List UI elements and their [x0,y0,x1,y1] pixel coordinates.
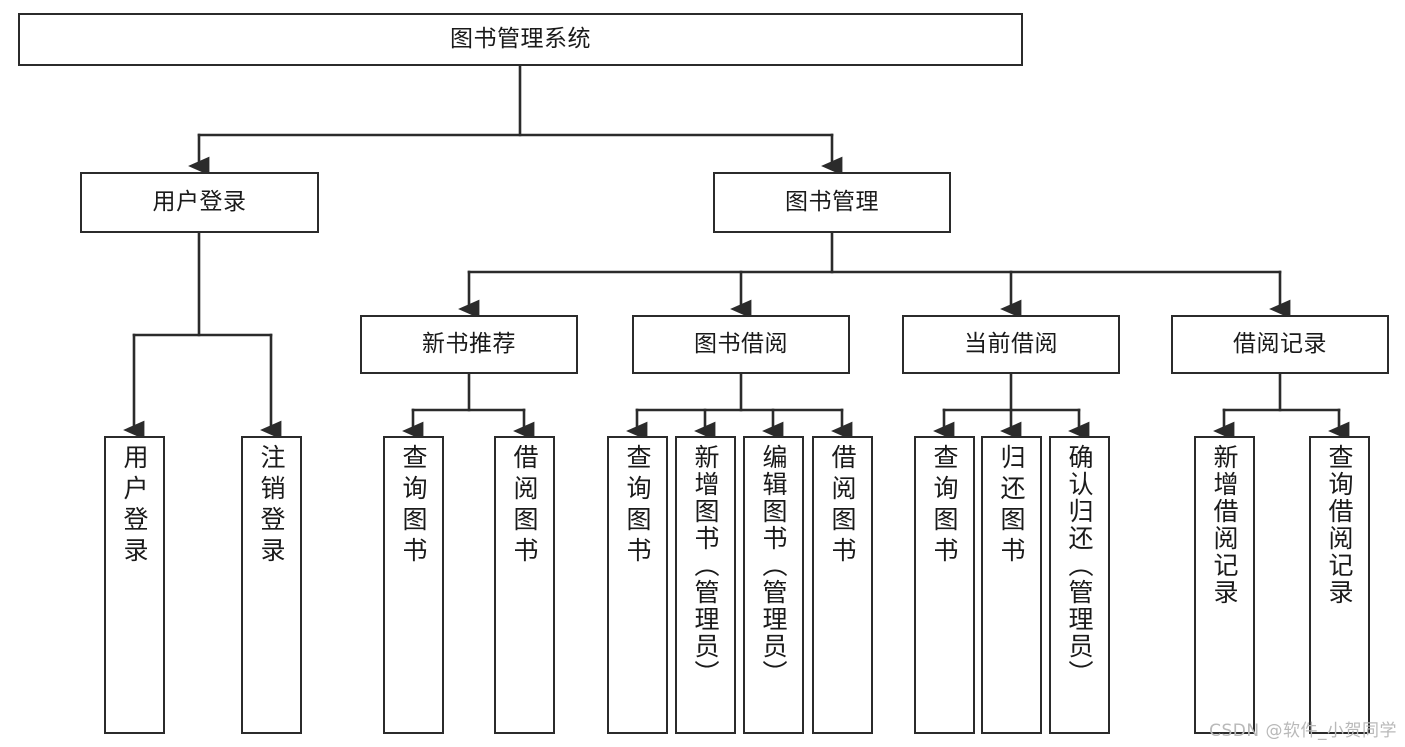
node-label: 图书借阅 [694,330,788,357]
node-label: 注销登录 [257,444,286,568]
node-book-borrow[interactable]: 图书借阅 [632,315,850,374]
node-label: 归还图书 [997,444,1026,568]
csdn-watermark: CSDN @软件_小贺同学 [1209,721,1397,741]
node-book-management-system[interactable]: 图书管理系统 [18,13,1023,66]
node-label: 新增图书（管理员） [691,444,720,687]
node-book-management[interactable]: 图书管理 [713,172,951,233]
node-label: 新书推荐 [422,330,516,357]
leaf-confirm-return-admin[interactable]: 确认归还（管理员） [1049,436,1110,734]
node-label: 图书管理系统 [450,25,591,52]
node-label: 借阅图书 [510,444,539,568]
node-label: 新增借阅记录 [1210,444,1239,606]
node-label: 查询借阅记录 [1325,444,1354,606]
leaf-add-borrow-record[interactable]: 新增借阅记录 [1194,436,1255,734]
node-label: 查询图书 [930,444,959,568]
leaf-query-borrow-record[interactable]: 查询借阅记录 [1309,436,1370,734]
node-label: 查询图书 [623,444,652,568]
leaf-return-book[interactable]: 归还图书 [981,436,1042,734]
node-user-login[interactable]: 用户登录 [80,172,319,233]
leaf-user-login[interactable]: 用户登录 [104,436,165,734]
node-label: 确认归还（管理员） [1065,444,1094,687]
leaf-add-book-admin[interactable]: 新增图书（管理员） [675,436,736,734]
leaf-borrow-book-recommend[interactable]: 借阅图书 [494,436,555,734]
node-label: 编辑图书（管理员） [759,444,788,687]
leaf-query-book-recommend[interactable]: 查询图书 [383,436,444,734]
node-label: 借阅图书 [828,444,857,568]
leaf-logout[interactable]: 注销登录 [241,436,302,734]
node-label: 用户登录 [152,188,247,215]
leaf-query-book-current[interactable]: 查询图书 [914,436,975,734]
leaf-edit-book-admin[interactable]: 编辑图书（管理员） [743,436,804,734]
leaf-borrow-book[interactable]: 借阅图书 [812,436,873,734]
node-current-borrow[interactable]: 当前借阅 [902,315,1120,374]
leaf-query-book-borrow[interactable]: 查询图书 [607,436,668,734]
node-label: 图书管理 [785,188,879,215]
node-label: 借阅记录 [1233,330,1327,357]
node-label: 当前借阅 [964,330,1058,357]
node-label: 用户登录 [120,444,149,568]
node-borrow-record[interactable]: 借阅记录 [1171,315,1389,374]
node-label: 查询图书 [399,444,428,568]
node-new-book-recommend[interactable]: 新书推荐 [360,315,578,374]
